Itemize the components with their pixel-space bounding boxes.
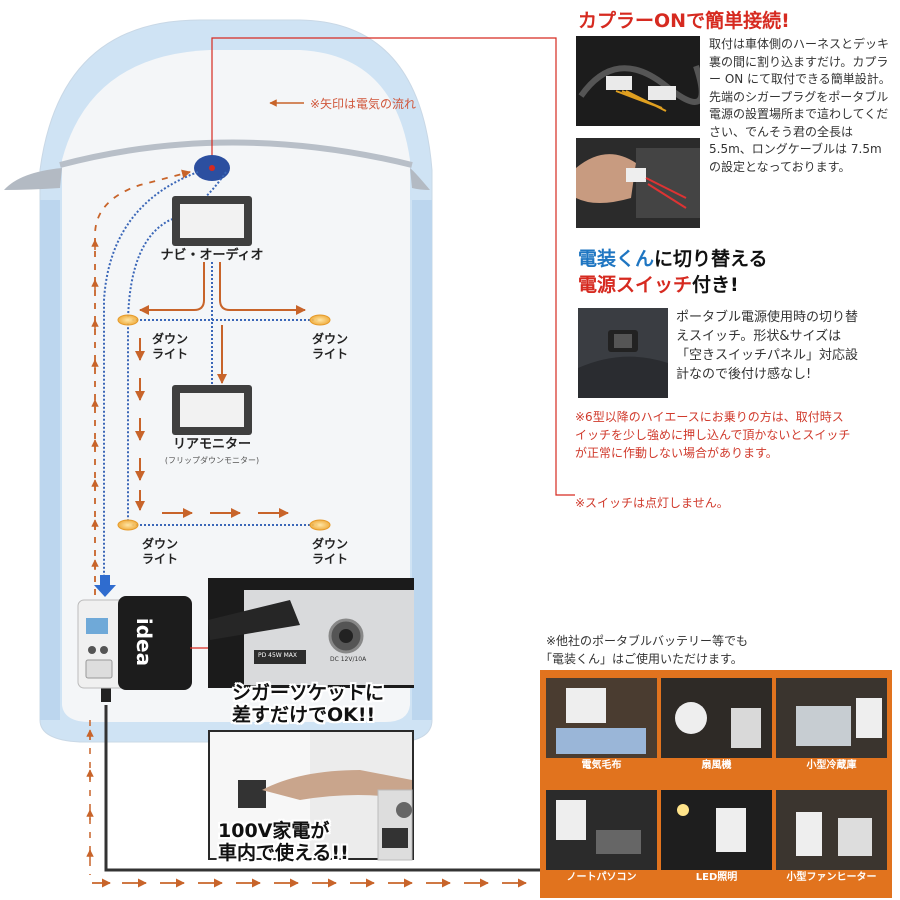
other-battery-line2: 「電装くん」はご使用いただけます。: [540, 652, 743, 666]
cigar-caption: シガーソケットに 差すだけでOK!!: [232, 682, 385, 726]
appliance-cell: 小型ファンヒーター: [776, 790, 887, 886]
appliance-cell: 扇風機: [661, 678, 772, 774]
appliance-cell: 電気毛布: [546, 678, 657, 774]
switch-light-note: ※スイッチは点灯しません。: [575, 496, 729, 510]
other-battery-line1: ※他社のポータブルバッテリー等でも: [546, 634, 749, 648]
appliance-cell: 小型冷蔵庫: [776, 678, 887, 774]
electric-blanket-photo: [546, 678, 657, 758]
socket-label-pd: PD 45W MAX: [258, 652, 298, 659]
ac-caption: 100V家電が 車内で使える!!: [218, 820, 349, 864]
appliance-cell: LED照明: [661, 790, 772, 886]
appliance-grid: 電気毛布 扇風機 小型冷蔵庫 ノートパソコン LED照明 小型ファンヒーター: [540, 670, 892, 898]
switch-heading-blue: 電装くん: [578, 248, 655, 270]
coupler-heading-red: カプラーON: [578, 10, 687, 32]
switch-heading-black2: 付き!: [692, 274, 739, 296]
downlight-label: ダウン ライト: [151, 332, 188, 361]
appliance-caption: LED照明: [695, 872, 738, 883]
coupler-heading-black: で簡単接続!: [686, 10, 790, 32]
appliance-caption: 扇風機: [701, 760, 732, 771]
battery-brand-logo: idea: [132, 617, 157, 667]
downlight-label: ダウン ライト: [311, 537, 348, 566]
switch-photo: [578, 308, 668, 398]
switch-heading-red: 電源スイッチ: [578, 274, 693, 296]
downlight-label: ダウン ライト: [141, 537, 178, 566]
switch-heading-line2: 電源スイッチ付き!: [578, 270, 739, 297]
fan-photo: [661, 678, 772, 758]
fan-heater-photo: [776, 790, 887, 870]
switch-description: ポータブル電源使用時の切り替えスイッチ。形状&サイズは「空きスイッチパネル」対応…: [676, 310, 859, 382]
navi-label: ナビ・オーディオ: [160, 248, 264, 263]
mini-fridge-photo: [776, 678, 887, 758]
coupler-description: 取付は車体側のハーネスとデッキ裏の間に割り込ますだけ。カプラー ON にて取付で…: [709, 37, 891, 174]
harness-photo: [576, 36, 700, 126]
hiace-note: ※6型以降のハイエースにお乗りの方は、取付時スイッチを少し強めに押し込んで頂かな…: [575, 410, 851, 460]
rear-monitor-label: リアモニター: [172, 437, 251, 452]
laptop-photo: [546, 790, 657, 870]
appliance-caption: 電気毛布: [581, 760, 622, 771]
switch-heading-line1: 電装くんに切り替える: [578, 244, 767, 271]
coupler-heading: カプラーONで簡単接続!: [578, 6, 790, 33]
switch-heading-black1: に切り替える: [654, 248, 768, 270]
led-light-photo: [661, 790, 772, 870]
appliance-caption: 小型冷蔵庫: [806, 760, 857, 771]
appliance-cell: ノートパソコン: [546, 790, 657, 886]
socket-label-dc: DC 12V/10A: [330, 656, 367, 663]
appliance-caption: ノートパソコン: [566, 872, 637, 883]
appliance-caption: 小型ファンヒーター: [786, 872, 877, 883]
flow-note: ※矢印は電気の流れ: [310, 97, 417, 111]
rear-monitor-sublabel: (フリップダウンモニター): [164, 456, 260, 465]
install-photo: [576, 138, 700, 228]
downlight-label: ダウン ライト: [311, 332, 348, 361]
